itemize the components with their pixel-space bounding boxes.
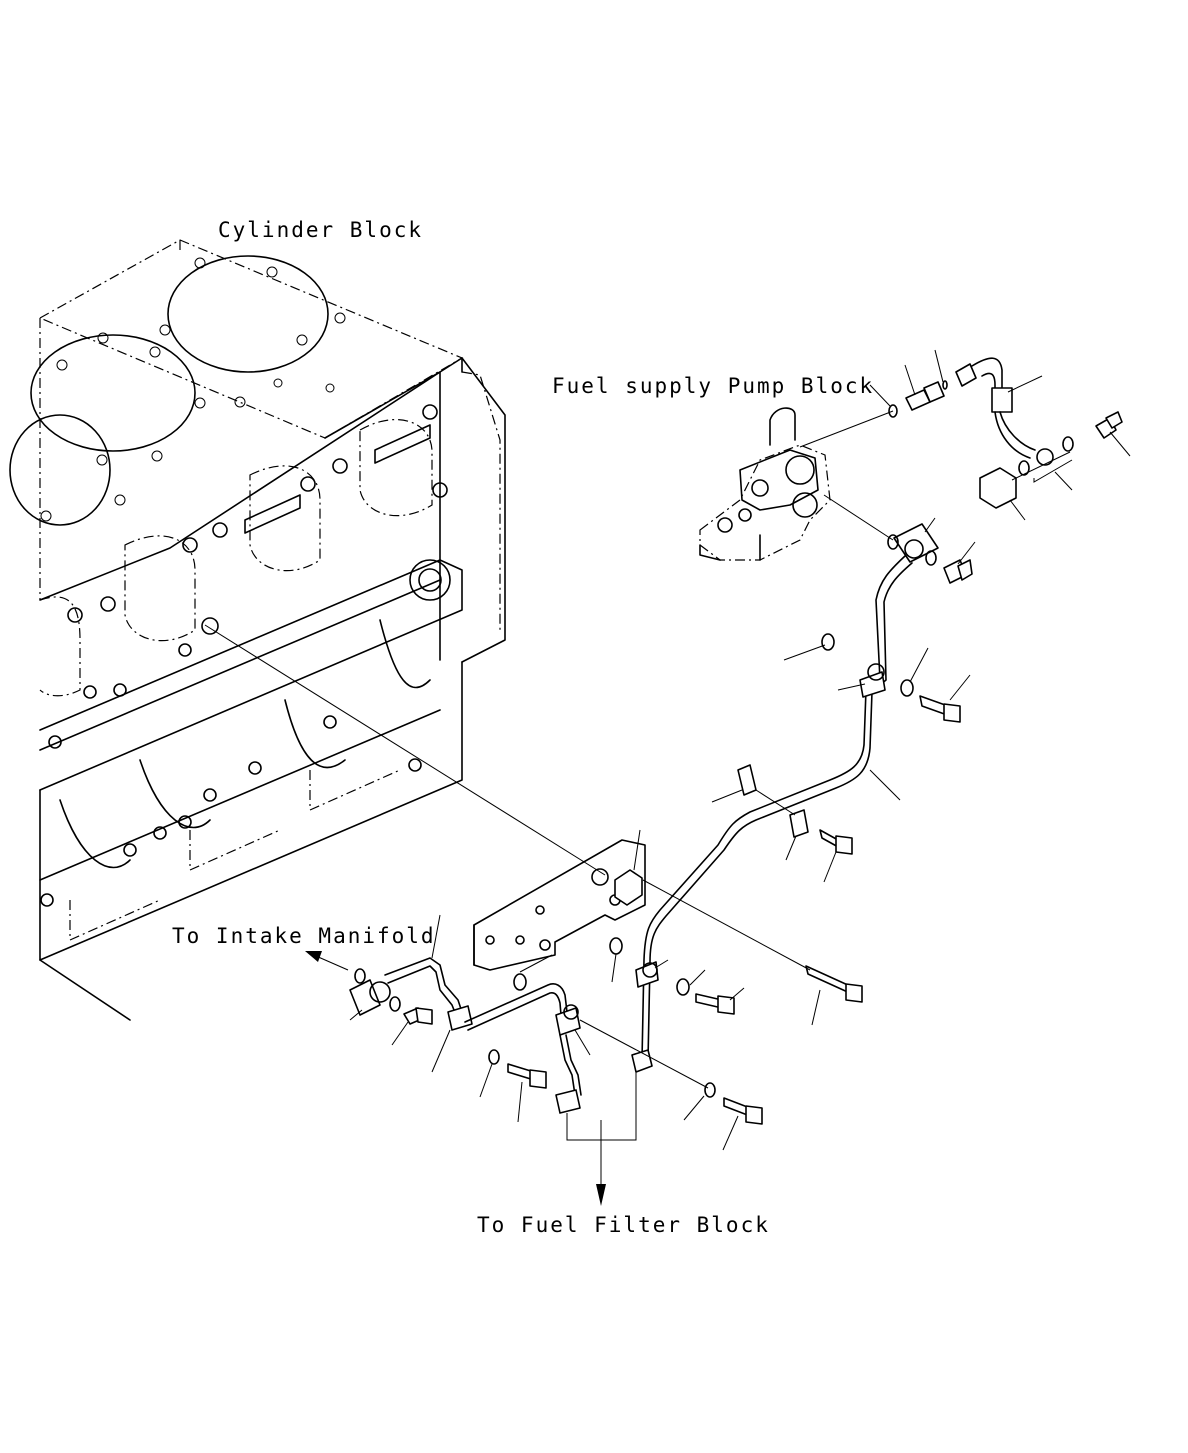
label-fuel-supply-pump-block: Fuel supply Pump Block: [552, 374, 875, 398]
label-to-intake-manifold: To Intake Manifold: [172, 924, 436, 948]
pump-fittings: [887, 357, 1123, 584]
fuel-pipe-lower: [349, 957, 582, 1114]
center-lines: [204, 410, 1071, 1089]
fuel-supply-pump-block: [699, 407, 831, 561]
label-cylinder-block: Cylinder Block: [218, 218, 424, 242]
fuel-pipe-main: [631, 555, 913, 1073]
cylinder-block: [9, 239, 506, 1021]
loose-hardware: [488, 633, 961, 1125]
flow-arrows: [305, 459, 1073, 1206]
bracket-plate: [473, 839, 646, 991]
label-to-fuel-filter-block: To Fuel Filter Block: [477, 1213, 770, 1237]
leader-lines: [349, 349, 1131, 1151]
